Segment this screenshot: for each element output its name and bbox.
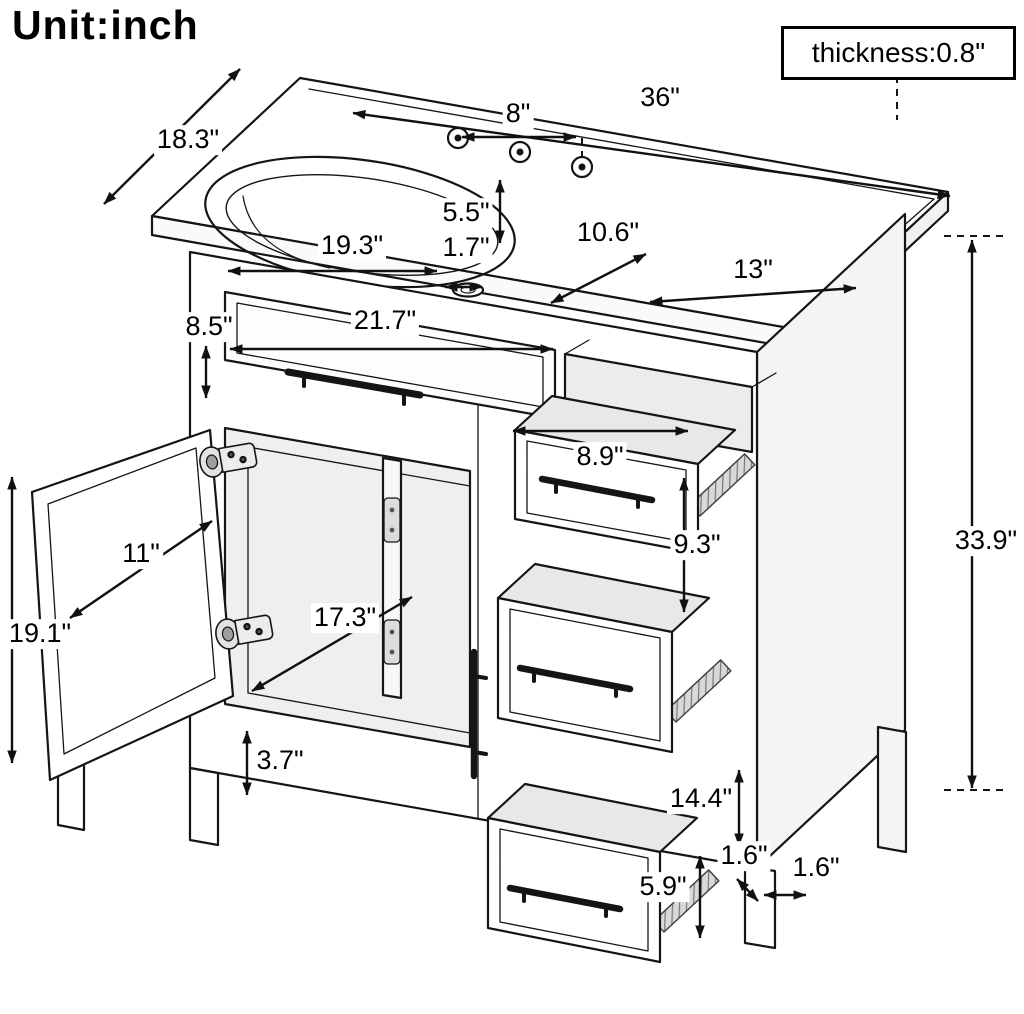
unit-label: Unit:inch — [12, 2, 199, 48]
dim-sink-depth: 10.6" — [573, 217, 643, 248]
dim-drain-offset: 1.7" — [439, 232, 493, 263]
dim-rail-thickness: 1.6" — [717, 840, 771, 871]
dim-side-drawer-width: 8.9" — [573, 441, 627, 472]
side-drawer-middle — [496, 562, 711, 754]
dim-side-drawer-height: 9.3" — [670, 529, 724, 560]
arrow-counter-right — [649, 284, 857, 306]
dim-faucet-spread: 8" — [502, 98, 534, 129]
drawer-handle-icon — [284, 368, 424, 399]
dim-base-height: 3.7" — [253, 745, 307, 776]
arrow-sink-depth — [550, 252, 647, 305]
drawer-handle-icon — [516, 664, 634, 693]
side-drawer-bottom — [486, 782, 699, 964]
arrow-opening-width — [251, 595, 413, 693]
dim-total-height: 33.9" — [951, 525, 1021, 556]
hinge-plate-icon — [383, 497, 401, 543]
dim-bottom-drawer-height: 5.9" — [636, 871, 690, 902]
dim-door-width: 11" — [119, 538, 163, 569]
door-opening — [223, 426, 472, 749]
arrow-rail-thickness — [736, 878, 759, 902]
dim-top-drawer-width: 21.7" — [350, 305, 420, 336]
drawer-handle-icon — [538, 475, 656, 504]
dim-faucet-to-sink: 5.5" — [439, 197, 493, 228]
dim-door-height: 19.1" — [5, 618, 75, 649]
hinge-plate-icon — [383, 619, 401, 665]
dim-top-drawer-height: 8.5" — [182, 311, 236, 342]
dim-sink-width: 19.3" — [317, 230, 387, 261]
dim-top-depth: 18.3" — [153, 124, 223, 155]
drawer-handle-icon — [506, 884, 624, 913]
vertical-handle-icon — [470, 405, 488, 820]
drain-hole — [451, 282, 485, 298]
dim-drawer-depth: 14.4" — [666, 783, 736, 814]
dim-opening-width: 17.3" — [310, 602, 380, 633]
dim-top-width: 36" — [637, 82, 683, 113]
thickness-badge: thickness:0.8" — [781, 26, 1016, 80]
thickness-label: thickness:0.8" — [811, 37, 986, 68]
arrow-door-width — [69, 520, 213, 619]
dim-counter-right-width: 13" — [730, 254, 776, 285]
arrow-top-width — [352, 109, 951, 200]
dim-side-gap: 1.6" — [789, 852, 843, 883]
